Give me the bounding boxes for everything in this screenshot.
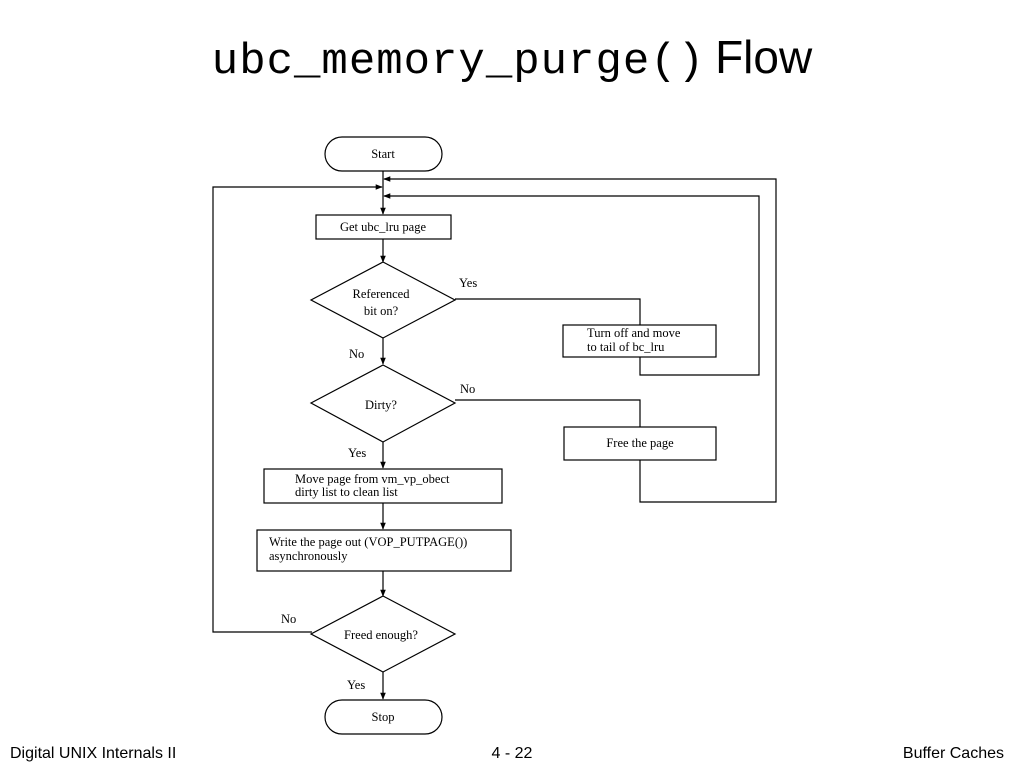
dirty-yes-label: Yes <box>348 446 366 460</box>
write-page-label-line1: Write the page out (VOP_PUTPAGE()) <box>269 535 467 549</box>
freed-enough-decision <box>309 595 457 673</box>
freed-yes-label: Yes <box>347 678 365 692</box>
start-label: Start <box>371 147 395 161</box>
freed-enough-label: Freed enough? <box>344 628 418 642</box>
connector-turnoff-loop-back <box>383 193 760 376</box>
turn-off-label-line2: to tail of bc_lru <box>587 340 665 354</box>
start-terminal <box>324 136 443 172</box>
write-page-box <box>256 529 512 572</box>
dirty-label: Dirty? <box>365 398 397 412</box>
referenced-label-line1: Referenced <box>353 287 411 301</box>
referenced-label-line2: bit on? <box>364 304 399 318</box>
move-page-label-line2: dirty list to clean list <box>295 485 398 499</box>
get-page-box <box>315 214 452 240</box>
move-page-box <box>263 468 503 504</box>
title-flow-word: Flow <box>715 31 813 83</box>
turn-off-label-line1: Turn off and move <box>587 326 681 340</box>
turn-off-box <box>562 324 717 358</box>
write-page-label-line2: asynchronously <box>269 549 348 563</box>
dirty-no-label: No <box>460 382 475 396</box>
slide-title: ubc_memory_purge()Flow <box>0 30 1024 87</box>
connector-freed-no-loop-back <box>212 184 383 633</box>
footer-section-title: Buffer Caches <box>902 745 1004 762</box>
referenced-decision <box>309 261 457 339</box>
footer-page-number: 4 - 22 <box>491 745 533 762</box>
connector-free-loop-back <box>383 176 777 503</box>
referenced-yes-label: Yes <box>459 276 477 290</box>
stop-terminal <box>324 699 443 735</box>
move-page-label-line1: Move page from vm_vp_obect <box>295 472 450 486</box>
dirty-decision <box>309 364 457 443</box>
stop-label: Stop <box>372 710 395 724</box>
free-page-label: Free the page <box>606 436 674 450</box>
connector-dirty-no <box>455 399 641 427</box>
referenced-no-label: No <box>349 347 364 361</box>
title-function-name: ubc_memory_purge() <box>211 37 706 87</box>
free-page-box <box>563 426 717 461</box>
footer-course-title: Digital UNIX Internals II <box>10 745 177 762</box>
get-page-label: Get ubc_lru page <box>340 220 427 234</box>
connector-referenced-yes <box>455 298 641 325</box>
freed-no-label: No <box>281 612 296 626</box>
